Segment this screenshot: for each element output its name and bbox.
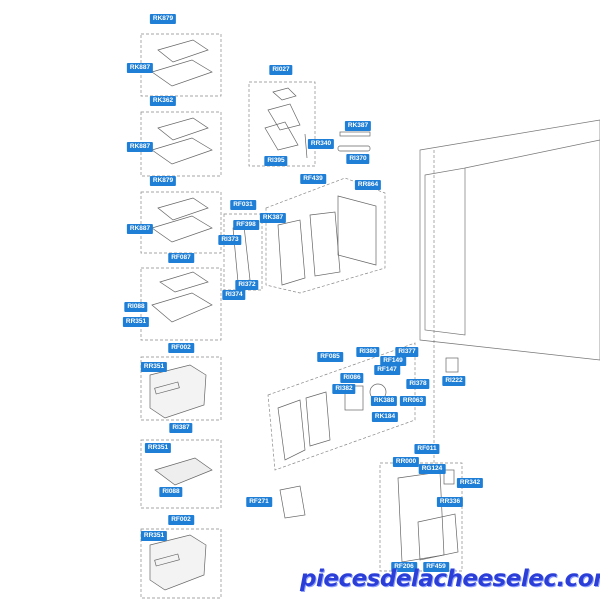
part-label-ri395[interactable]: RI395 xyxy=(264,156,288,166)
rf011-box xyxy=(379,462,463,572)
part-label-rf149[interactable]: RF149 xyxy=(380,356,406,366)
part-label-rk388[interactable]: RK388 xyxy=(370,396,398,406)
rf085-box xyxy=(267,342,416,471)
shelves xyxy=(151,39,213,323)
part-label-rr000[interactable]: RR000 xyxy=(392,457,420,467)
part-label-rr351[interactable]: RR351 xyxy=(140,531,168,541)
part-label-rk362[interactable]: RK362 xyxy=(149,96,177,106)
group-boxes xyxy=(140,33,463,599)
part-label-ri382[interactable]: RI382 xyxy=(332,384,356,394)
part-label-rr340[interactable]: RR340 xyxy=(307,139,335,149)
part-label-ri380[interactable]: RI380 xyxy=(356,347,380,357)
part-label-rf439[interactable]: RF439 xyxy=(300,174,326,184)
part-label-rf147[interactable]: RF147 xyxy=(374,365,400,375)
part-label-rf002[interactable]: RF002 xyxy=(168,515,194,525)
rf439-box xyxy=(265,177,386,294)
part-label-ri086[interactable]: RI086 xyxy=(340,373,364,383)
part-label-rk387[interactable]: RK387 xyxy=(344,121,372,131)
part-label-rr342[interactable]: RR342 xyxy=(456,478,484,488)
part-label-rk887[interactable]: RK887 xyxy=(126,142,154,152)
part-label-rf398[interactable]: RF398 xyxy=(233,220,259,230)
middle-parts xyxy=(232,87,459,563)
shelf-box-4 xyxy=(140,267,222,341)
bracket-box xyxy=(248,81,316,167)
part-label-rr864[interactable]: RR864 xyxy=(354,180,382,190)
part-label-ri027[interactable]: RI027 xyxy=(269,65,293,75)
part-label-rf271[interactable]: RF271 xyxy=(246,497,272,507)
watermark: piecesdelacheeselec.com xyxy=(300,566,600,592)
part-label-rk387[interactable]: RK387 xyxy=(259,213,287,223)
part-label-rf206[interactable]: RF206 xyxy=(391,562,417,572)
part-label-ri373[interactable]: RI373 xyxy=(218,235,242,245)
part-label-ri372[interactable]: RI372 xyxy=(235,280,259,290)
part-label-ri370[interactable]: RI370 xyxy=(346,154,370,164)
part-label-rk184[interactable]: RK184 xyxy=(371,412,399,422)
part-label-rf087[interactable]: RF087 xyxy=(168,253,194,263)
part-label-rk879[interactable]: RK879 xyxy=(149,14,177,24)
part-label-rf031[interactable]: RF031 xyxy=(230,200,256,210)
part-label-rr336[interactable]: RR336 xyxy=(436,497,464,507)
part-label-rr351[interactable]: RR351 xyxy=(144,443,172,453)
part-label-rf459[interactable]: RF459 xyxy=(423,562,449,572)
drawers xyxy=(149,364,213,591)
part-label-rf085[interactable]: RF085 xyxy=(317,352,343,362)
part-label-ri378[interactable]: RI378 xyxy=(406,379,430,389)
part-label-rr063[interactable]: RR063 xyxy=(399,396,427,406)
part-label-rf002[interactable]: RF002 xyxy=(168,343,194,353)
part-label-ri088[interactable]: RI088 xyxy=(124,302,148,312)
part-label-rk887[interactable]: RK887 xyxy=(126,224,154,234)
part-label-rr351[interactable]: RR351 xyxy=(140,362,168,372)
part-label-ri377[interactable]: RI377 xyxy=(395,347,419,357)
fridge-outline xyxy=(419,119,600,361)
drawer-box-3 xyxy=(140,528,222,599)
part-label-rr351[interactable]: RR351 xyxy=(122,317,150,327)
part-label-ri222[interactable]: RI222 xyxy=(442,376,466,386)
part-label-ri088[interactable]: RI088 xyxy=(159,487,183,497)
part-label-ri374[interactable]: RI374 xyxy=(222,290,246,300)
part-label-rk879[interactable]: RK879 xyxy=(149,176,177,186)
drawer-box-1 xyxy=(140,356,222,421)
part-label-ri387[interactable]: RI387 xyxy=(169,423,193,433)
drawer-box-2 xyxy=(140,439,222,509)
part-label-rk887[interactable]: RK887 xyxy=(126,63,154,73)
part-label-rf011[interactable]: RF011 xyxy=(414,444,440,454)
part-label-rg124[interactable]: RG124 xyxy=(418,464,446,474)
